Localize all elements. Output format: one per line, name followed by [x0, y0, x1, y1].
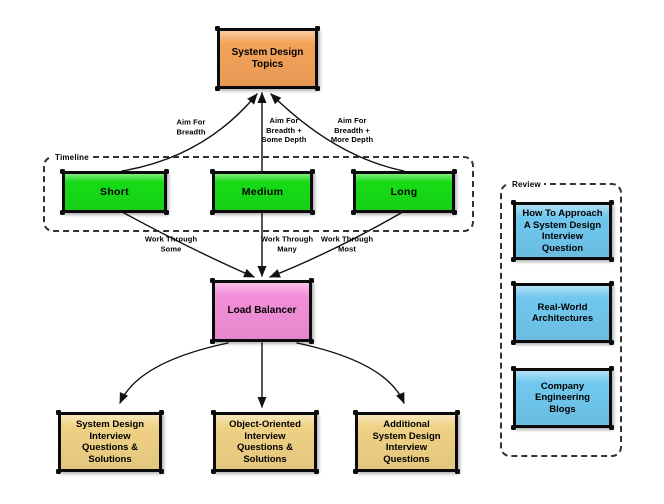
connector-dot [511, 257, 516, 262]
connector-dot [609, 366, 614, 371]
system-design-topics-label: System Design Topics [231, 46, 304, 70]
connector-dot [164, 210, 169, 215]
connector-dot [511, 200, 516, 205]
connector-dot [159, 410, 164, 415]
timeline-long-label: Long [390, 186, 418, 198]
connector-dot [511, 281, 516, 286]
edge-label-work-through-some: Work Through Some [144, 234, 198, 254]
resource-node-sd-questions: System Design Interview Questions & Solu… [56, 410, 164, 474]
review-company-engineering-blogs-label: Company Engineering Blogs [535, 380, 590, 415]
connector-dot [56, 410, 61, 415]
resource-additional-questions-label: Additional System Design Interview Quest… [372, 419, 441, 465]
review-node-how-to-approach: How To Approach A System Design Intervie… [511, 200, 614, 262]
connector-dot [452, 169, 457, 174]
resource-oo-questions-label: Object-Oriented Interview Questions & So… [229, 419, 301, 465]
edge-label-work-through-many: Work Through Many [260, 234, 314, 254]
connector-dot [210, 339, 215, 344]
resource-node-additional-questions: Additional System Design Interview Quest… [353, 410, 460, 474]
connector-dot [310, 210, 315, 215]
load-balancer-node: Load Balancer [210, 278, 314, 344]
timeline-node-medium: Medium [210, 169, 315, 215]
connector-dot [511, 425, 516, 430]
timeline-group-label: Timeline [52, 152, 92, 163]
timeline-node-short: Short [60, 169, 169, 215]
resource-sd-questions-label: System Design Interview Questions & Solu… [75, 419, 145, 465]
connector-dot [210, 210, 215, 215]
connector-dot [215, 86, 220, 91]
connector-dot [511, 340, 516, 345]
review-node-real-world-architectures: Real-World Architectures [511, 281, 614, 345]
connector-dot [210, 278, 215, 283]
connector-dot [455, 469, 460, 474]
connector-dot [215, 26, 220, 31]
edge-label-work-through-most: Work Through Most [320, 234, 374, 254]
connector-dot [452, 210, 457, 215]
resource-node-oo-questions: Object-Oriented Interview Questions & So… [211, 410, 319, 474]
timeline-group: Timeline [43, 152, 474, 232]
timeline-node-long: Long [351, 169, 457, 215]
connector-dot [211, 410, 216, 415]
edge-label-aim-for-breadth: Aim For Breadth [176, 117, 206, 137]
connector-dot [56, 469, 61, 474]
connector-dot [353, 469, 358, 474]
connector-dot [351, 169, 356, 174]
connector-dot [309, 339, 314, 344]
edge-label-aim-for-breadth-some-depth: Aim For Breadth + Some Depth [261, 115, 307, 144]
connector-dot [511, 366, 516, 371]
connector-dot [309, 278, 314, 283]
review-group-label: Review [509, 179, 544, 190]
connector-dot [353, 410, 358, 415]
timeline-short-label: Short [100, 186, 129, 198]
connector-dot [164, 169, 169, 174]
review-real-world-architectures-label: Real-World Architectures [531, 301, 594, 325]
connector-dot [211, 469, 216, 474]
connector-dot [609, 281, 614, 286]
review-group: Review [500, 179, 622, 457]
connector-dot [315, 26, 320, 31]
connector-dot [351, 210, 356, 215]
timeline-medium-label: Medium [241, 186, 284, 198]
system-design-topics-node: System Design Topics [215, 26, 320, 91]
connector-dot [609, 200, 614, 205]
connector-dot [159, 469, 164, 474]
connector-dot [314, 410, 319, 415]
connector-dot [609, 425, 614, 430]
connector-dot [210, 169, 215, 174]
connector-dot [315, 86, 320, 91]
connector-dot [60, 210, 65, 215]
connector-dot [310, 169, 315, 174]
edge-label-aim-for-breadth-more-depth: Aim For Breadth + More Depth [330, 115, 374, 144]
connector-dot [455, 410, 460, 415]
review-node-company-engineering-blogs: Company Engineering Blogs [511, 366, 614, 430]
connector-dot [609, 340, 614, 345]
review-how-to-approach-label: How To Approach A System Design Intervie… [522, 208, 603, 254]
connector-dot [60, 169, 65, 174]
connector-dot [609, 257, 614, 262]
load-balancer-label: Load Balancer [227, 305, 297, 316]
connector-dot [314, 469, 319, 474]
